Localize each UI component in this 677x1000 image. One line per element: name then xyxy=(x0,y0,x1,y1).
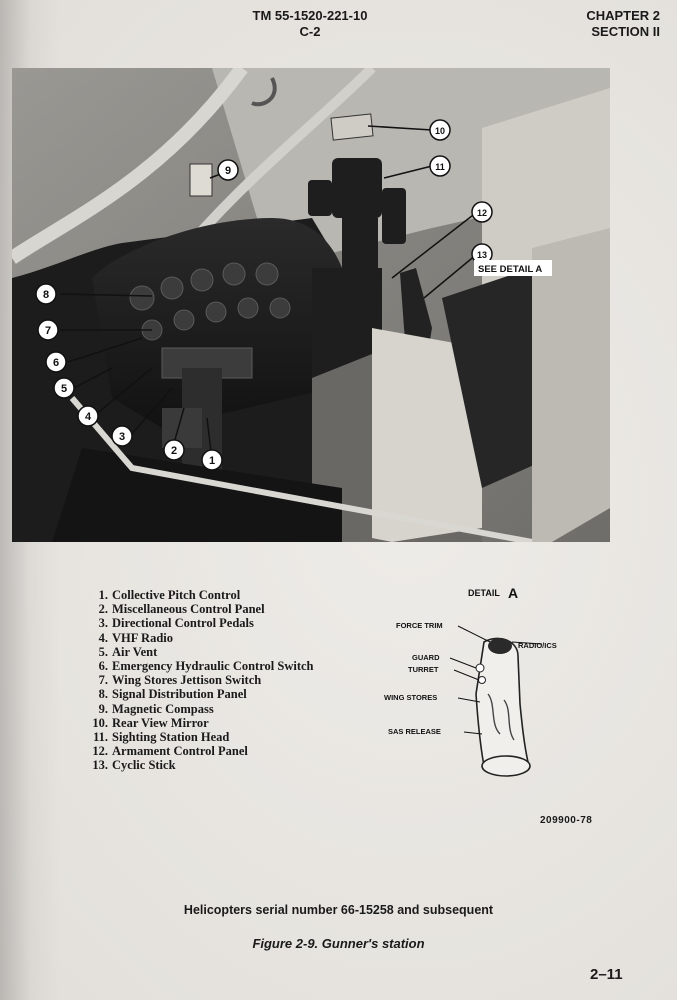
legend-item: 10.Rear View Mirror xyxy=(92,715,209,730)
see-detail-label: SEE DETAIL A xyxy=(478,264,542,275)
gunner-station-photo: 8 7 6 5 4 3 2 1 9 10 11 12 13 SEE DETAIL… xyxy=(12,68,610,542)
change-number: C-2 xyxy=(299,24,321,39)
section-label: SECTION II xyxy=(591,24,660,39)
serial-note: Helicopters serial number 66-15258 and s… xyxy=(183,903,494,917)
callout-2: 2 xyxy=(171,445,177,457)
legend-item: 12.Armament Control Panel xyxy=(92,744,248,759)
callout-8: 8 xyxy=(43,289,49,301)
doc-number: TM 55-1520-221-10 xyxy=(252,8,368,23)
detail-a-cyclic-grip: DETAIL A FORCE TRIM RADIO/ICS GUARD TURR… xyxy=(384,585,557,777)
figure-caption: Figure 2-9. Gunner's station xyxy=(252,936,425,951)
legend-item: 8.Signal Distribution Panel xyxy=(98,687,247,702)
callout-1: 1 xyxy=(209,455,215,467)
callout-7: 7 xyxy=(45,325,51,337)
legend-item: 9.Magnetic Compass xyxy=(98,701,214,716)
callout-6: 6 xyxy=(53,357,59,369)
callout-11: 11 xyxy=(435,162,445,172)
legend-item: 5.Air Vent xyxy=(98,644,158,659)
legend-item: 2.Miscellaneous Control Panel xyxy=(98,602,265,617)
wing-stores-label: WING STORES xyxy=(384,693,437,702)
component-legend: 1.Collective Pitch Control 2.Miscellaneo… xyxy=(86,588,366,773)
callout-12: 12 xyxy=(477,208,487,218)
document-header: TM 55-1520-221-10 C-2 xyxy=(230,8,390,40)
callout-4: 4 xyxy=(85,411,92,423)
radio-ics-label: RADIO/ICS xyxy=(518,641,557,650)
legend-item: 3.Directional Control Pedals xyxy=(98,616,254,631)
guard-label: GUARD xyxy=(412,653,440,662)
detail-letter: A xyxy=(508,585,518,601)
callout-9: 9 xyxy=(225,165,231,177)
sas-release-label: SAS RELEASE xyxy=(388,727,441,736)
callout-3: 3 xyxy=(119,431,125,443)
page-number: 2–11 xyxy=(590,966,623,983)
legend-item: 13.Cyclic Stick xyxy=(92,758,176,773)
chapter-label: CHAPTER 2 xyxy=(586,8,660,23)
legend-item: 11.Sighting Station Head xyxy=(93,730,230,745)
figure-id: 209900-78 xyxy=(540,815,593,826)
legend-item: 4.VHF Radio xyxy=(98,630,173,645)
force-trim-label: FORCE TRIM xyxy=(396,621,443,630)
detail-title: DETAIL xyxy=(468,588,500,598)
chapter-header: CHAPTER 2 SECTION II xyxy=(540,8,660,40)
turret-label: TURRET xyxy=(408,665,439,674)
legend-item: 6.Emergency Hydraulic Control Switch xyxy=(98,659,314,674)
legend-item: 1.Collective Pitch Control xyxy=(98,588,241,602)
callout-5: 5 xyxy=(61,383,67,395)
callout-13: 13 xyxy=(477,250,487,260)
legend-item: 7.Wing Stores Jettison Switch xyxy=(98,673,262,688)
callout-10: 10 xyxy=(435,126,445,136)
